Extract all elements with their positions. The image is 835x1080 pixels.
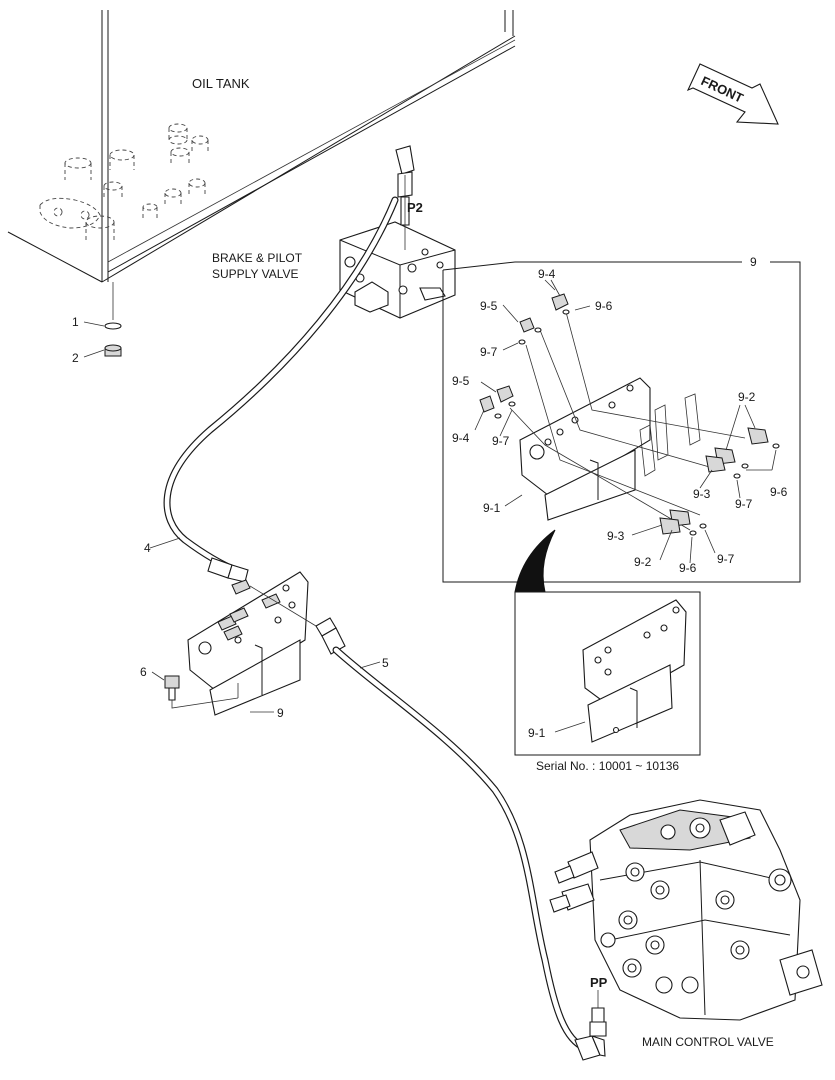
detail-callout-9-1-serial: 9-1 <box>528 726 546 740</box>
port-pp-label: PP <box>590 975 608 990</box>
hose-5: 5 <box>249 585 606 1061</box>
main-control-valve: PP MAIN CONTROL VALVE <box>549 799 823 1049</box>
oil-tank-label: OIL TANK <box>192 76 250 91</box>
callout-9-box: 9 <box>750 255 757 269</box>
brake-pilot-supply-valve: BRAKE & PILOT SUPPLY VALVE P2 <box>212 145 456 319</box>
callout-2: 2 <box>72 351 79 365</box>
detail-callout-9-3-right: 9-3 <box>693 487 711 501</box>
callout-6: 6 <box>140 665 147 679</box>
detail-callout-9-7-top: 9-7 <box>480 345 498 359</box>
detail-callout-9-7-mid: 9-7 <box>492 434 510 448</box>
callout-4: 4 <box>144 541 151 555</box>
detail-callout-9-7-low: 9-7 <box>717 552 735 566</box>
hose-4: 4 <box>144 196 399 583</box>
bracket-9-assembly: 6 9 <box>140 571 309 720</box>
callout-1: 1 <box>72 315 79 329</box>
detail-callout-9-1-box: 9-1 <box>483 501 501 515</box>
serial-detail-box: 9-1 Serial No. : 10001 ~ 10136 <box>514 591 701 773</box>
detail-pointer <box>514 529 556 593</box>
detail-callout-9-6-right: 9-6 <box>770 485 788 499</box>
oil-tank: OIL TANK <box>7 10 516 283</box>
detail-callout-9-6-low: 9-6 <box>679 561 697 575</box>
main-control-valve-label: MAIN CONTROL VALVE <box>642 1035 774 1049</box>
detail-callout-9-4-mid: 9-4 <box>452 431 470 445</box>
detail-callout-9-6-top: 9-6 <box>595 299 613 313</box>
detail-callout-9-5-top: 9-5 <box>480 299 498 313</box>
detail-box-9: 9 <box>442 255 801 583</box>
brake-valve-label-line1: BRAKE & PILOT <box>212 251 303 265</box>
front-arrow: FRONT <box>686 63 779 125</box>
detail-callout-9-5-mid: 9-5 <box>452 374 470 388</box>
port-p2-label: P2 <box>407 200 423 215</box>
detail-callout-9-7-right: 9-7 <box>735 497 753 511</box>
serial-number-note: Serial No. : 10001 ~ 10136 <box>536 759 679 773</box>
tank-ports <box>39 123 209 240</box>
brake-valve-label-line2: SUPPLY VALVE <box>212 267 299 281</box>
detail-callout-9-2-low: 9-2 <box>634 555 652 569</box>
detail-callout-9-3-low: 9-3 <box>607 529 625 543</box>
callout-5: 5 <box>382 656 389 670</box>
callout-9-main: 9 <box>277 706 284 720</box>
drain-plug-assembly: 1 2 <box>72 282 122 365</box>
detail-callout-9-4-top: 9-4 <box>538 267 556 281</box>
detail-callout-9-2-right: 9-2 <box>738 390 756 404</box>
